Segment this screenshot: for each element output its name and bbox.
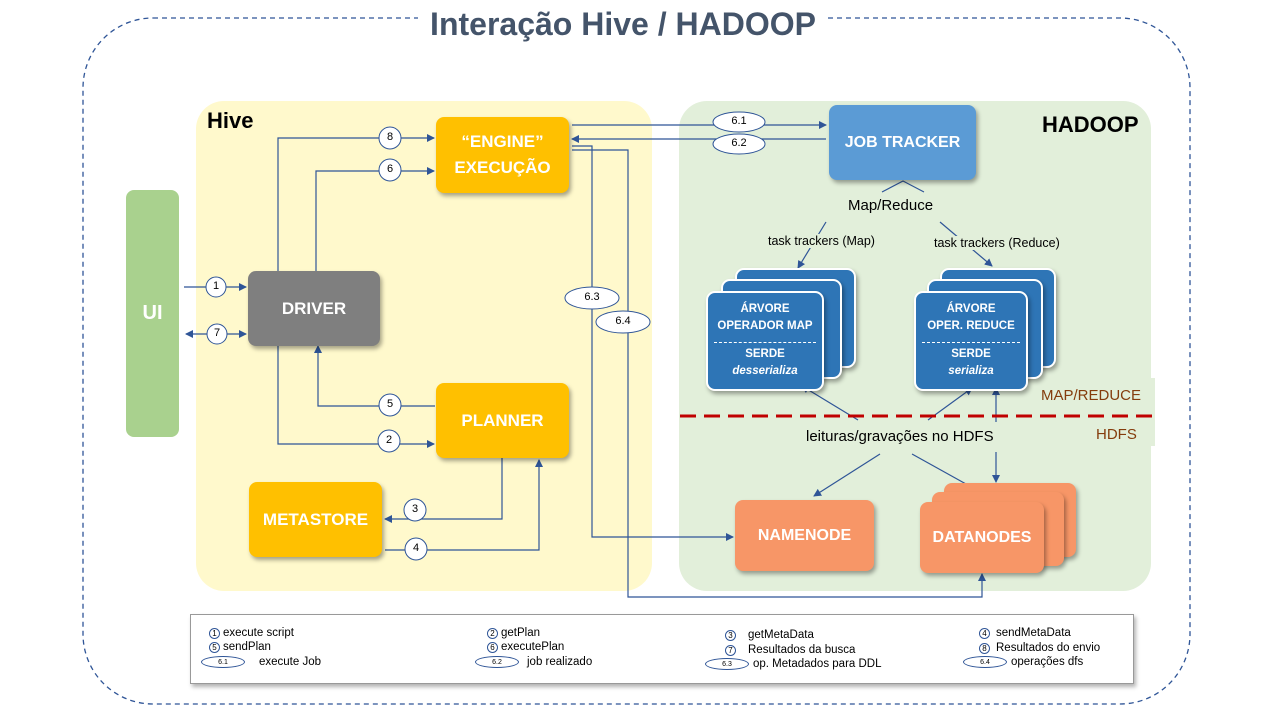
legend-item: 8 Resultados do envio bbox=[979, 642, 1100, 654]
legend-marker: 1 bbox=[209, 627, 220, 639]
task-trackers-reduce-label: task trackers (Reduce) bbox=[934, 236, 1060, 250]
legend-text: sendPlan bbox=[223, 641, 271, 653]
legend-text: operações dfs bbox=[1011, 656, 1084, 668]
legend-marker: 6.3 bbox=[705, 658, 749, 670]
legend-text: Resultados do envio bbox=[996, 642, 1101, 654]
step-5-badge: 5 bbox=[386, 398, 394, 410]
step-8-badge: 8 bbox=[386, 131, 394, 143]
map-tree-line2: OPERADOR MAP bbox=[717, 320, 813, 332]
reduce-tree-card: ÁRVORE OPER. REDUCE SERDE serializa bbox=[914, 291, 1028, 391]
legend-marker: 4 bbox=[979, 627, 990, 639]
step-2-badge: 2 bbox=[385, 434, 393, 446]
reduce-tree-serde-sub: serializa bbox=[948, 365, 994, 377]
map-reduce-label: Map/Reduce bbox=[846, 197, 936, 214]
legend-marker: 6.2 bbox=[475, 656, 519, 668]
legend-item: 3 getMetaData bbox=[725, 629, 814, 641]
ui-node: UI bbox=[126, 190, 179, 437]
legend-text: getPlan bbox=[501, 627, 541, 639]
reduce-tree-line1: ÁRVORE bbox=[946, 303, 996, 315]
reduce-tree-line2: OPER. REDUCE bbox=[927, 320, 1015, 332]
layer-label-strip bbox=[1035, 378, 1155, 446]
reduce-tree-serde: SERDE bbox=[951, 348, 991, 360]
namenode-node: NAMENODE bbox=[735, 500, 874, 571]
legend-marker: 2 bbox=[487, 627, 498, 639]
legend-text: job realizado bbox=[527, 656, 593, 668]
map-tree-line1: ÁRVORE bbox=[740, 303, 790, 315]
planner-node: PLANNER bbox=[436, 383, 569, 458]
legend-item: 6.4 operações dfs bbox=[963, 656, 1083, 668]
step-6-3-badge: 6.3 bbox=[584, 291, 600, 303]
map-tree-card: ÁRVORE OPERADOR MAP SERDE desserializa bbox=[706, 291, 824, 391]
legend-item: 6.1 execute Job bbox=[201, 656, 321, 668]
step-4-badge: 4 bbox=[412, 542, 420, 554]
engine-node-label: “ENGINE” EXECUÇÃO bbox=[454, 132, 551, 177]
legend-marker: 6 bbox=[487, 641, 498, 653]
task-trackers-map-label: task trackers (Map) bbox=[768, 234, 875, 248]
step-6-badge: 6 bbox=[386, 163, 394, 175]
legend-text: execute Job bbox=[259, 656, 322, 668]
step-1-badge: 1 bbox=[212, 280, 220, 292]
legend-marker: 7 bbox=[725, 644, 736, 656]
legend-marker: 6.1 bbox=[201, 656, 245, 668]
job-tracker-node: JOB TRACKER bbox=[829, 105, 976, 180]
hdfs-read-write-label: leituras/gravações no HDFS bbox=[804, 428, 996, 445]
hadoop-label: HADOOP bbox=[1042, 112, 1139, 137]
engine-node: “ENGINE” EXECUÇÃO bbox=[436, 117, 569, 193]
legend-item: 7 Resultados da busca bbox=[725, 644, 855, 656]
map-tree-divider bbox=[714, 342, 816, 343]
datanodes-node: DATANODES bbox=[920, 502, 1044, 573]
map-tree-serde-sub: desserializa bbox=[732, 365, 798, 377]
hive-label: Hive bbox=[207, 108, 254, 133]
legend-text: executePlan bbox=[501, 641, 565, 653]
legend-text: Resultados da busca bbox=[748, 644, 856, 656]
map-tree-serde: SERDE bbox=[745, 348, 785, 360]
layer-hdfs-label: HDFS bbox=[1096, 426, 1137, 443]
legend-text: execute script bbox=[223, 627, 294, 639]
metastore-node: METASTORE bbox=[249, 482, 382, 557]
step-6-2-badge: 6.2 bbox=[731, 137, 747, 149]
legend-text: sendMetaData bbox=[996, 627, 1071, 639]
legend-marker: 8 bbox=[979, 642, 990, 654]
page-title: Interação Hive / HADOOP bbox=[0, 6, 1246, 43]
layer-mapreduce-label: MAP/REDUCE bbox=[1041, 387, 1142, 404]
step-6-1-badge: 6.1 bbox=[731, 115, 747, 127]
step-6-4-badge: 6.4 bbox=[615, 315, 631, 327]
reduce-tree-divider bbox=[922, 342, 1020, 343]
legend-text: op. Metadados para DDL bbox=[753, 658, 882, 670]
legend-marker: 3 bbox=[725, 629, 736, 641]
legend-item: 6.3 op. Metadados para DDL bbox=[705, 658, 882, 670]
legend-item: 4 sendMetaData bbox=[979, 627, 1071, 639]
legend-marker: 5 bbox=[209, 641, 220, 653]
step-3-badge: 3 bbox=[411, 503, 419, 515]
legend-text: getMetaData bbox=[748, 629, 814, 641]
step-7-badge: 7 bbox=[213, 327, 221, 339]
legend-marker: 6.4 bbox=[963, 656, 1007, 668]
legend-item: 6.2 job realizado bbox=[475, 656, 592, 668]
driver-node: DRIVER bbox=[248, 271, 380, 346]
